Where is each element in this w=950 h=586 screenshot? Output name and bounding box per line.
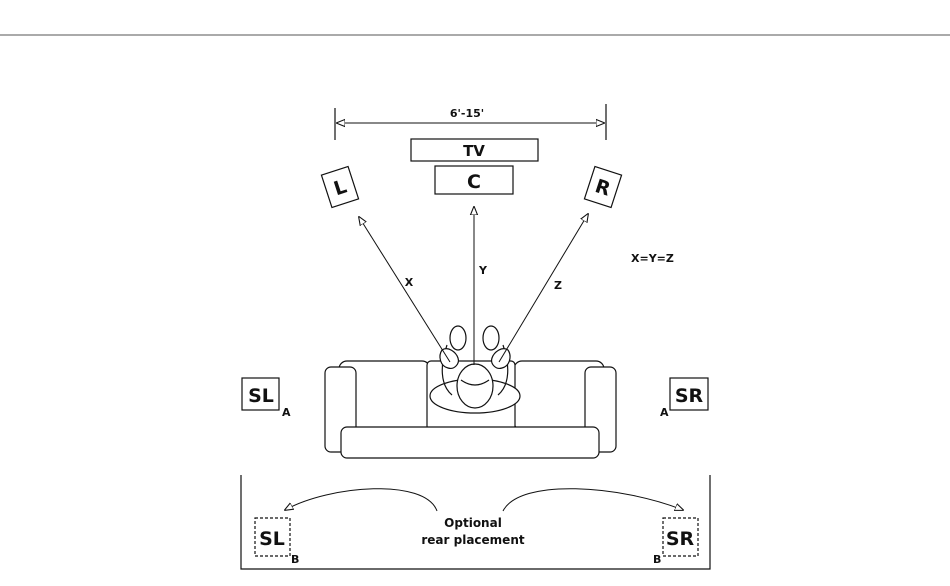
position-a-left: A [282, 406, 291, 419]
distance-x-arrow [359, 217, 450, 362]
surround-left-label-a: SL [248, 385, 274, 407]
surround-left-speaker-b: SL B [255, 518, 299, 566]
position-a-right: A [660, 406, 669, 419]
rear-left-arrow [285, 489, 437, 511]
surround-right-speaker-a: SR A [660, 378, 708, 419]
right-speaker: R [584, 167, 621, 208]
rear-note-line2: rear placement [421, 533, 524, 547]
tv-label: TV [463, 142, 485, 160]
distance-x-label: X [405, 276, 414, 289]
position-b-left: B [291, 553, 299, 566]
center-speaker: C [435, 166, 513, 194]
surround-right-speaker-b: SR B [653, 518, 698, 566]
surround-left-speaker-a: SL A [242, 378, 291, 419]
left-speaker: L [321, 167, 358, 208]
equation-label: X=Y=Z [631, 252, 674, 265]
surround-left-label-b: SL [259, 528, 285, 550]
position-b-right: B [653, 553, 661, 566]
surround-right-label-a: SR [675, 385, 704, 407]
center-speaker-label: C [467, 171, 481, 193]
distance-y-label: Y [478, 264, 488, 277]
rear-right-arrow [503, 489, 683, 511]
distance-z-label: Z [554, 279, 562, 292]
distance-z-arrow [499, 214, 588, 362]
width-dimension: 6'-15' [335, 104, 606, 140]
tv: TV [411, 139, 538, 161]
surround-right-label-b: SR [666, 528, 695, 550]
rear-note-line1: Optional [444, 516, 502, 530]
width-label: 6'-15' [450, 107, 484, 120]
